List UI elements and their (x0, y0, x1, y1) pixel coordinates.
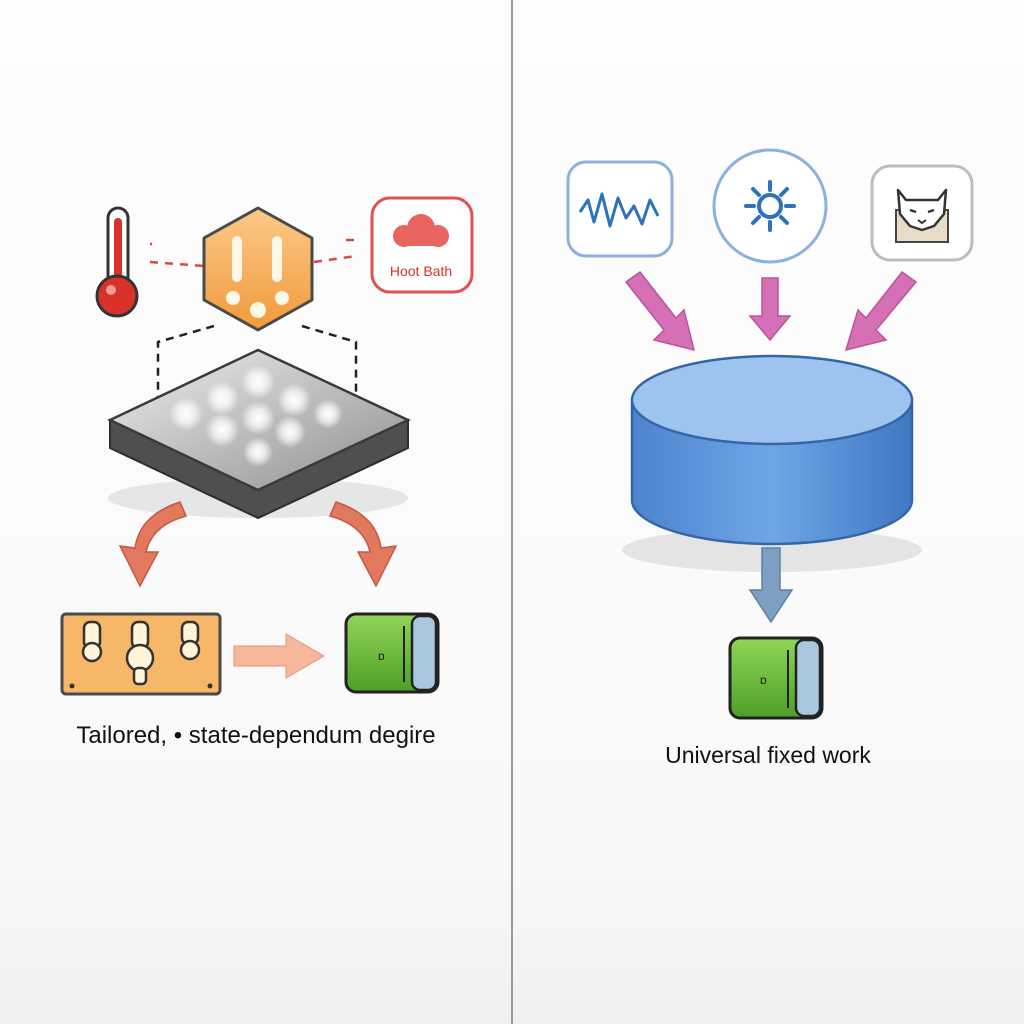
qubit-chip-icon (107, 348, 411, 520)
reservoir-to-battery-arrow (748, 547, 794, 624)
cylinder-reservoir-icon (622, 354, 922, 572)
waveform-icon (566, 160, 674, 258)
chip-to-battery-arrow (328, 501, 398, 588)
svg-text:ɒ: ɒ (378, 649, 385, 663)
switch-to-battery-arrow (233, 633, 325, 679)
battery-icon: ɒ (728, 636, 824, 720)
hexagon-to-chip-connector (156, 324, 358, 400)
sun-to-reservoir-arrow (748, 277, 792, 342)
chip-to-switch-arrow (118, 501, 188, 588)
switch-panel-icon (60, 612, 222, 696)
thermometer-icon (95, 206, 139, 318)
heat-bath-label: Hoot Bath (390, 263, 452, 279)
svg-text:ɒ: ɒ (760, 673, 767, 687)
left-panel-caption: Tailored, • state-dependum degire (76, 722, 436, 749)
cat-to-reservoir-arrow (844, 270, 918, 352)
battery-icon: ɒ (344, 612, 440, 694)
heat-bath-link (313, 238, 357, 264)
thermometer-link (149, 242, 205, 268)
hexagon-controller-icon (202, 206, 314, 332)
sun-icon (712, 148, 828, 264)
waveform-to-reservoir-arrow (624, 270, 696, 352)
heat-bath-cloud-icon (393, 214, 449, 247)
heat-bath-box: Hoot Bath (370, 196, 474, 294)
right-panel-caption: Universal fixed work (665, 742, 871, 768)
cat-icon (870, 164, 974, 262)
